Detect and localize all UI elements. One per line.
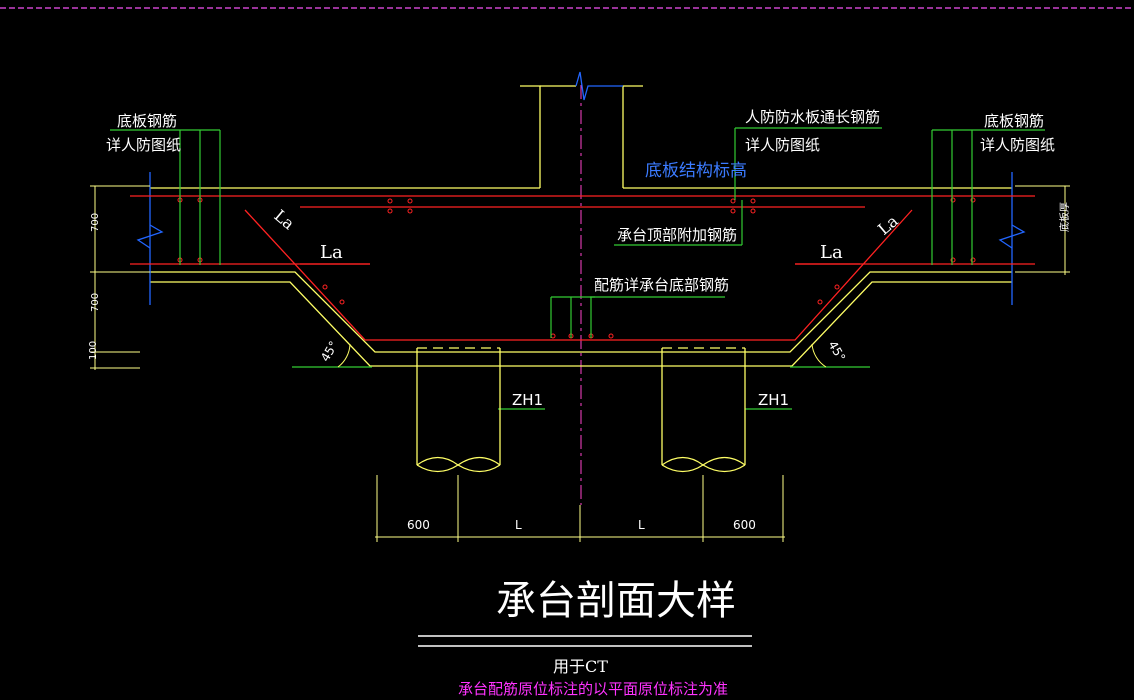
dim-left-100: 100: [88, 341, 99, 360]
dimension-left: [90, 185, 150, 370]
drawing-title: 承台剖面大样: [496, 578, 736, 624]
break-line-right: [998, 224, 1026, 249]
dim-L-1: L: [515, 518, 522, 532]
pile-right-label: ZH1: [758, 391, 789, 409]
dim-600-left: 600: [407, 518, 430, 532]
rebar-lines: [130, 195, 1035, 341]
left-note-line2: 详人防图纸: [106, 136, 181, 154]
left-note-line1: 底板钢筋: [117, 112, 177, 130]
la-right-label: La: [820, 242, 843, 263]
angle-arc-left: [337, 343, 351, 368]
pile-right: [661, 347, 746, 473]
drawing-subtitle: 用于CT: [553, 657, 608, 676]
cap-bottom-rebar-label: 配筋详承台底部钢筋: [594, 276, 729, 294]
break-line-left: [136, 224, 164, 249]
pile-left-label: ZH1: [512, 391, 543, 409]
right-note-line2: 详人防图纸: [980, 136, 1055, 154]
la-left-label: La: [320, 242, 343, 263]
cap-top-rebar-label: 承台顶部附加钢筋: [617, 226, 737, 244]
dim-right-slab: 底板厚: [1058, 202, 1071, 232]
civil-wall-note-line1: 人防防水板通长钢筋: [745, 108, 880, 126]
dim-600-right: 600: [733, 518, 756, 532]
drawing-note: 承台配筋原位标注的以平面原位标注为准: [458, 680, 728, 698]
slab-elevation-label: 底板结构标高: [645, 161, 747, 181]
pile-left: [416, 347, 501, 473]
dim-left-700-top: 700: [90, 213, 101, 232]
angle-right-label: 45°: [825, 338, 848, 363]
column: [520, 71, 643, 188]
dimension-right: [1015, 185, 1070, 275]
dimension-bottom: [375, 475, 785, 542]
la-left-diagonal: La: [271, 206, 299, 234]
la-right-diagonal: La: [874, 211, 902, 239]
angle-left-label: 45°: [318, 339, 341, 364]
right-note-line1: 底板钢筋: [984, 112, 1044, 130]
angle-arc-right: [811, 343, 827, 368]
dim-L-2: L: [638, 518, 645, 532]
leader-lines: [110, 127, 1045, 410]
civil-wall-note-line2: 详人防图纸: [745, 136, 820, 154]
dim-left-700-mid: 700: [90, 293, 101, 312]
slab-outline: [149, 172, 1013, 367]
